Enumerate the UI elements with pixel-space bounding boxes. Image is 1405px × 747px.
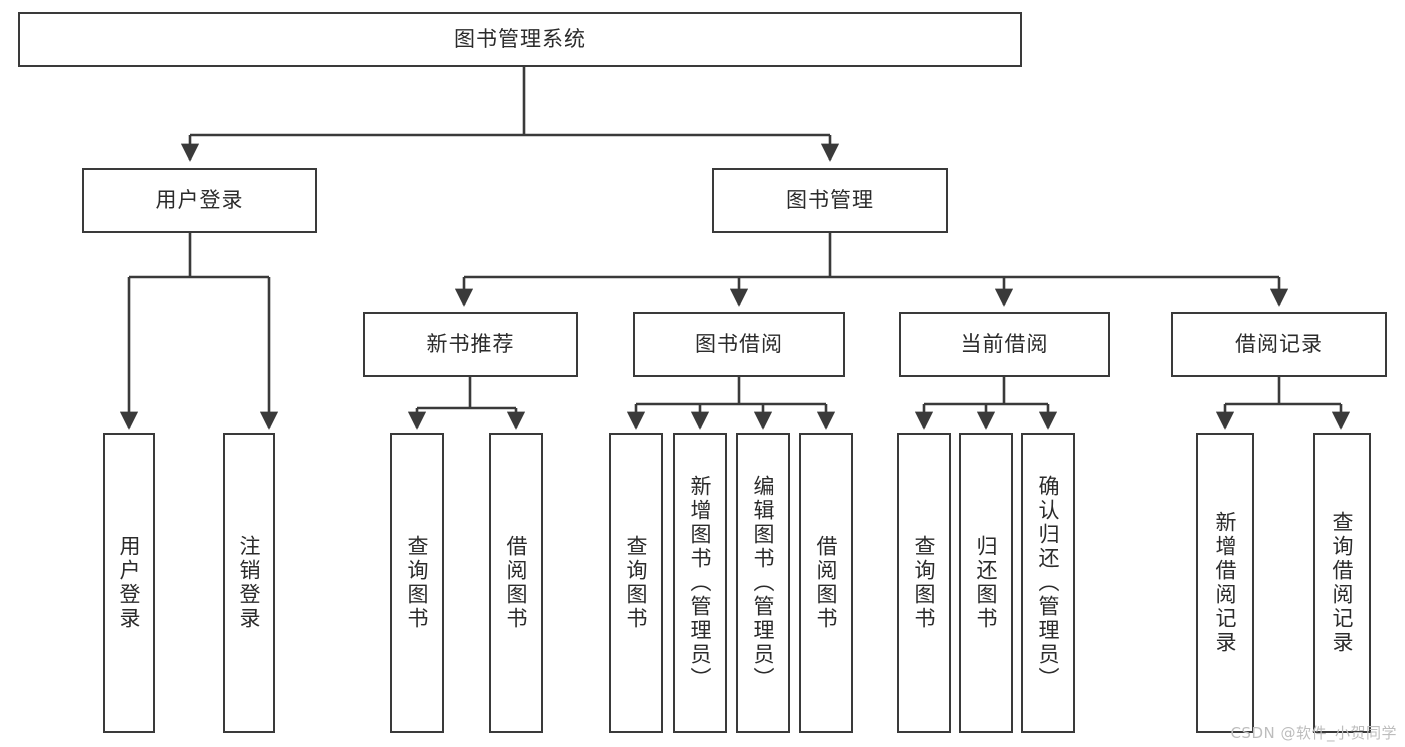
leaf-record-add-record[interactable]: 新增借阅记录 (1196, 433, 1254, 733)
node-new-book-recommend[interactable]: 新书推荐 (363, 312, 578, 377)
leaf-borrow-query-book[interactable]: 查询图书 (609, 433, 663, 733)
node-label: 图书借阅 (695, 331, 783, 356)
node-label: 新增借阅记录 (1213, 511, 1238, 655)
watermark: CSDN @软件_小贺同学 (1230, 724, 1397, 742)
node-label: 查询图书 (912, 535, 937, 631)
node-label: 新书推荐 (426, 331, 515, 356)
node-label: 确认归还（管理员） (1036, 475, 1061, 691)
leaf-user-login-logout[interactable]: 注销登录 (223, 433, 275, 733)
node-label: 注销登录 (237, 535, 262, 631)
node-label: 编辑图书（管理员） (751, 475, 776, 691)
node-label: 新增图书（管理员） (688, 475, 713, 691)
leaf-user-login-login[interactable]: 用户登录 (103, 433, 155, 733)
node-label: 查询图书 (405, 535, 430, 631)
node-current-borrow[interactable]: 当前借阅 (899, 312, 1110, 377)
node-label: 查询图书 (624, 535, 649, 631)
node-label: 图书管理 (786, 187, 874, 212)
leaf-recommend-query-book[interactable]: 查询图书 (390, 433, 444, 733)
leaf-borrow-edit-book[interactable]: 编辑图书（管理员） (736, 433, 790, 733)
leaf-recommend-borrow-book[interactable]: 借阅图书 (489, 433, 543, 733)
leaf-current-confirm-return[interactable]: 确认归还（管理员） (1021, 433, 1075, 733)
node-label: 借阅图书 (504, 535, 529, 631)
node-label: 当前借阅 (960, 331, 1049, 356)
node-label: 用户登录 (155, 187, 244, 212)
node-label: 用户登录 (117, 535, 142, 631)
leaf-current-query-book[interactable]: 查询图书 (897, 433, 951, 733)
node-book-management[interactable]: 图书管理 (712, 168, 948, 233)
node-label: 查询借阅记录 (1330, 511, 1355, 655)
node-label: 借阅记录 (1235, 331, 1323, 356)
node-root[interactable]: 图书管理系统 (18, 12, 1022, 67)
node-borrow-record[interactable]: 借阅记录 (1171, 312, 1387, 377)
leaf-borrow-borrow-book[interactable]: 借阅图书 (799, 433, 853, 733)
node-book-borrow[interactable]: 图书借阅 (633, 312, 845, 377)
node-label: 归还图书 (974, 535, 999, 631)
node-label: 借阅图书 (814, 535, 839, 631)
leaf-current-return-book[interactable]: 归还图书 (959, 433, 1013, 733)
leaf-borrow-add-book[interactable]: 新增图书（管理员） (673, 433, 727, 733)
leaf-record-query-record[interactable]: 查询借阅记录 (1313, 433, 1371, 733)
node-label: 图书管理系统 (454, 26, 586, 51)
node-user-login[interactable]: 用户登录 (82, 168, 317, 233)
